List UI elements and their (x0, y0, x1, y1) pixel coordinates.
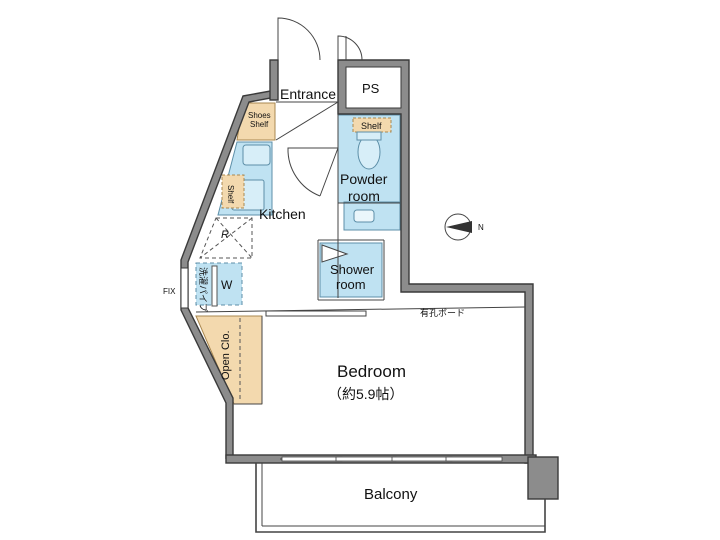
label-r: R (221, 229, 229, 241)
label-shoes-line2: Shelf (250, 120, 269, 129)
label-entrance: Entrance (280, 86, 336, 102)
refrigerator-space (199, 217, 253, 259)
wall-entrance-left (269, 59, 279, 101)
balcony-sash-2[interactable] (335, 456, 397, 462)
label-shoes-line1: Shoes (248, 111, 271, 120)
label-balcony: Balcony (364, 486, 418, 503)
label-powder-line2: room (348, 188, 380, 204)
label-powder-line1: Powder (340, 171, 388, 187)
partition-bedroom-top (195, 306, 526, 313)
label-board: 有孔ボード (420, 307, 465, 318)
entrance-step-line (275, 101, 339, 141)
label-washer: W (221, 278, 233, 292)
label-washer-pipe: 洗濯パイプ (198, 267, 209, 312)
label-shower-room: Shower room (330, 262, 378, 292)
balcony-sash-3[interactable] (391, 456, 453, 462)
washer-area (195, 262, 243, 306)
refrigerator-diagonal (215, 217, 253, 259)
label-fix: FIX (163, 287, 176, 296)
sliding-door-bedroom[interactable] (265, 310, 367, 317)
compass-icon: N (444, 213, 484, 241)
label-shelf-top: Shelf (361, 121, 382, 131)
label-ps: PS (362, 81, 380, 96)
refrigerator-diagonal-2 (199, 217, 253, 259)
kitchen-shelf (221, 174, 245, 209)
powder-door-leaf (319, 147, 339, 197)
balcony-sash-1[interactable] (281, 456, 343, 462)
entrance-door-left[interactable] (277, 17, 321, 61)
entrance-door-right[interactable] (337, 35, 363, 61)
label-powder-room: Powder room (340, 171, 391, 204)
balcony-outline (255, 463, 546, 533)
shower-drain-icon (321, 244, 349, 263)
sink-icon (242, 144, 271, 166)
label-kitchen: Kitchen (259, 206, 306, 222)
balcony-sash-4[interactable] (445, 456, 503, 462)
ps-cutout (345, 66, 402, 109)
label-shelf-side: Shelf (226, 185, 235, 204)
label-bedroom: Bedroom (337, 362, 406, 381)
label-open-clo: Open Clo. (220, 330, 232, 380)
fix-window (180, 267, 189, 309)
compass-label: N (478, 223, 484, 232)
structural-column (527, 456, 559, 500)
toilet-tank (356, 131, 382, 141)
label-shower-line1: Shower (330, 262, 375, 277)
powder-room-door[interactable] (287, 147, 338, 197)
vanity-basin (353, 209, 375, 223)
label-bedroom-size: （約5.9帖） (328, 386, 403, 402)
washer-pan (211, 265, 218, 307)
label-shoes-shelf: Shoes Shelf (248, 111, 273, 129)
label-shower-line2: room (336, 277, 366, 292)
